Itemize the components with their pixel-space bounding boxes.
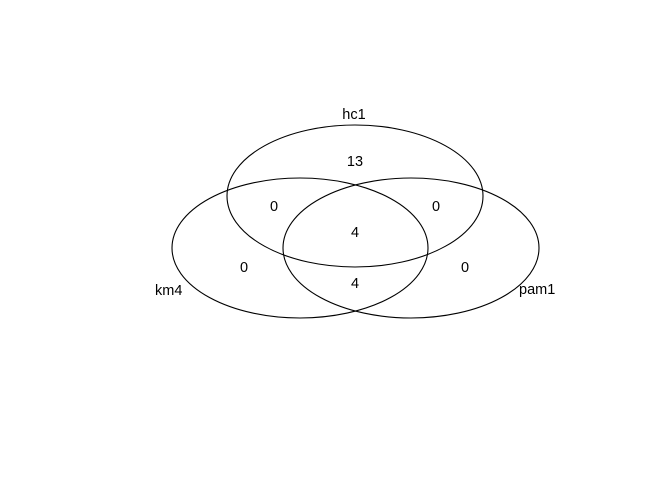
count-hc1-only: 13 xyxy=(347,154,363,170)
set-label-hc1: hc1 xyxy=(342,107,365,123)
count-pam1-only: 0 xyxy=(461,260,469,276)
set-label-pam1: pam1 xyxy=(519,282,555,298)
count-km4-pam1: 4 xyxy=(351,276,359,292)
set-pam1-ellipse xyxy=(282,177,540,319)
set-label-km4: km4 xyxy=(155,283,182,299)
count-km4-only: 0 xyxy=(240,260,248,276)
count-hc1-km4: 0 xyxy=(270,199,278,215)
count-hc1-pam1: 0 xyxy=(432,199,440,215)
set-km4-ellipse xyxy=(171,177,429,319)
set-hc1-ellipse xyxy=(226,124,484,268)
count-all-three: 4 xyxy=(351,225,359,241)
